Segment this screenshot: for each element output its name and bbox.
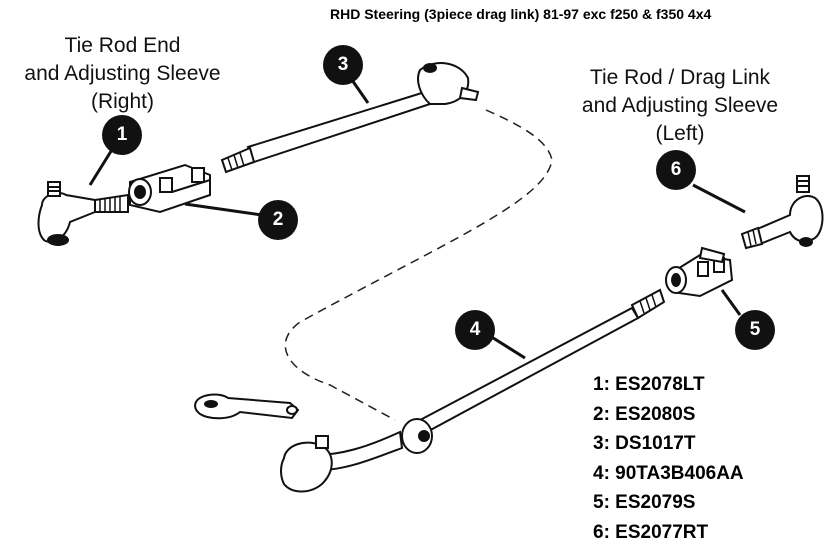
leader-4 <box>490 336 525 358</box>
adjusting-sleeve-left <box>666 248 732 296</box>
callout-2: 2 <box>258 200 298 240</box>
label-left-line-1: Tie Rod / Drag Link <box>555 64 805 92</box>
leader-6 <box>693 185 745 212</box>
parts-list-item-3: 3: DS1017T <box>593 429 744 459</box>
callout-1: 1 <box>102 115 142 155</box>
parts-list-item-2: 2: ES2080S <box>593 400 744 430</box>
label-left-group: Tie Rod / Drag Link and Adjusting Sleeve… <box>555 64 805 148</box>
diagram-title: RHD Steering (3piece drag link) 81-97 ex… <box>330 6 711 22</box>
tie-rod-end-right <box>39 182 129 245</box>
parts-list-item-5: 5: ES2079S <box>593 488 744 518</box>
leader-3 <box>352 80 368 103</box>
leader-5 <box>722 290 740 315</box>
parts-list: 1: ES2078LT 2: ES2080S 3: DS1017T 4: 90T… <box>593 370 744 547</box>
label-right-line-2: and Adjusting Sleeve <box>0 60 245 88</box>
label-right-line-1: Tie Rod End <box>0 32 245 60</box>
pitman-arm <box>195 395 298 419</box>
parts-list-item-6: 6: ES2077RT <box>593 518 744 547</box>
parts-list-item-4: 4: 90TA3B406AA <box>593 459 744 489</box>
tie-rod-end-left <box>742 176 823 248</box>
leader-1 <box>90 148 113 185</box>
callout-5: 5 <box>735 310 775 350</box>
parts-list-item-1: 1: ES2078LT <box>593 370 744 400</box>
callout-3: 3 <box>323 45 363 85</box>
label-right-group: Tie Rod End and Adjusting Sleeve (Right) <box>0 32 245 116</box>
callout-4: 4 <box>455 310 495 350</box>
label-right-line-3: (Right) <box>0 88 245 116</box>
label-left-line-2: and Adjusting Sleeve <box>555 92 805 120</box>
label-left-line-3: (Left) <box>555 120 805 148</box>
callout-6: 6 <box>656 150 696 190</box>
leader-2 <box>185 204 262 215</box>
